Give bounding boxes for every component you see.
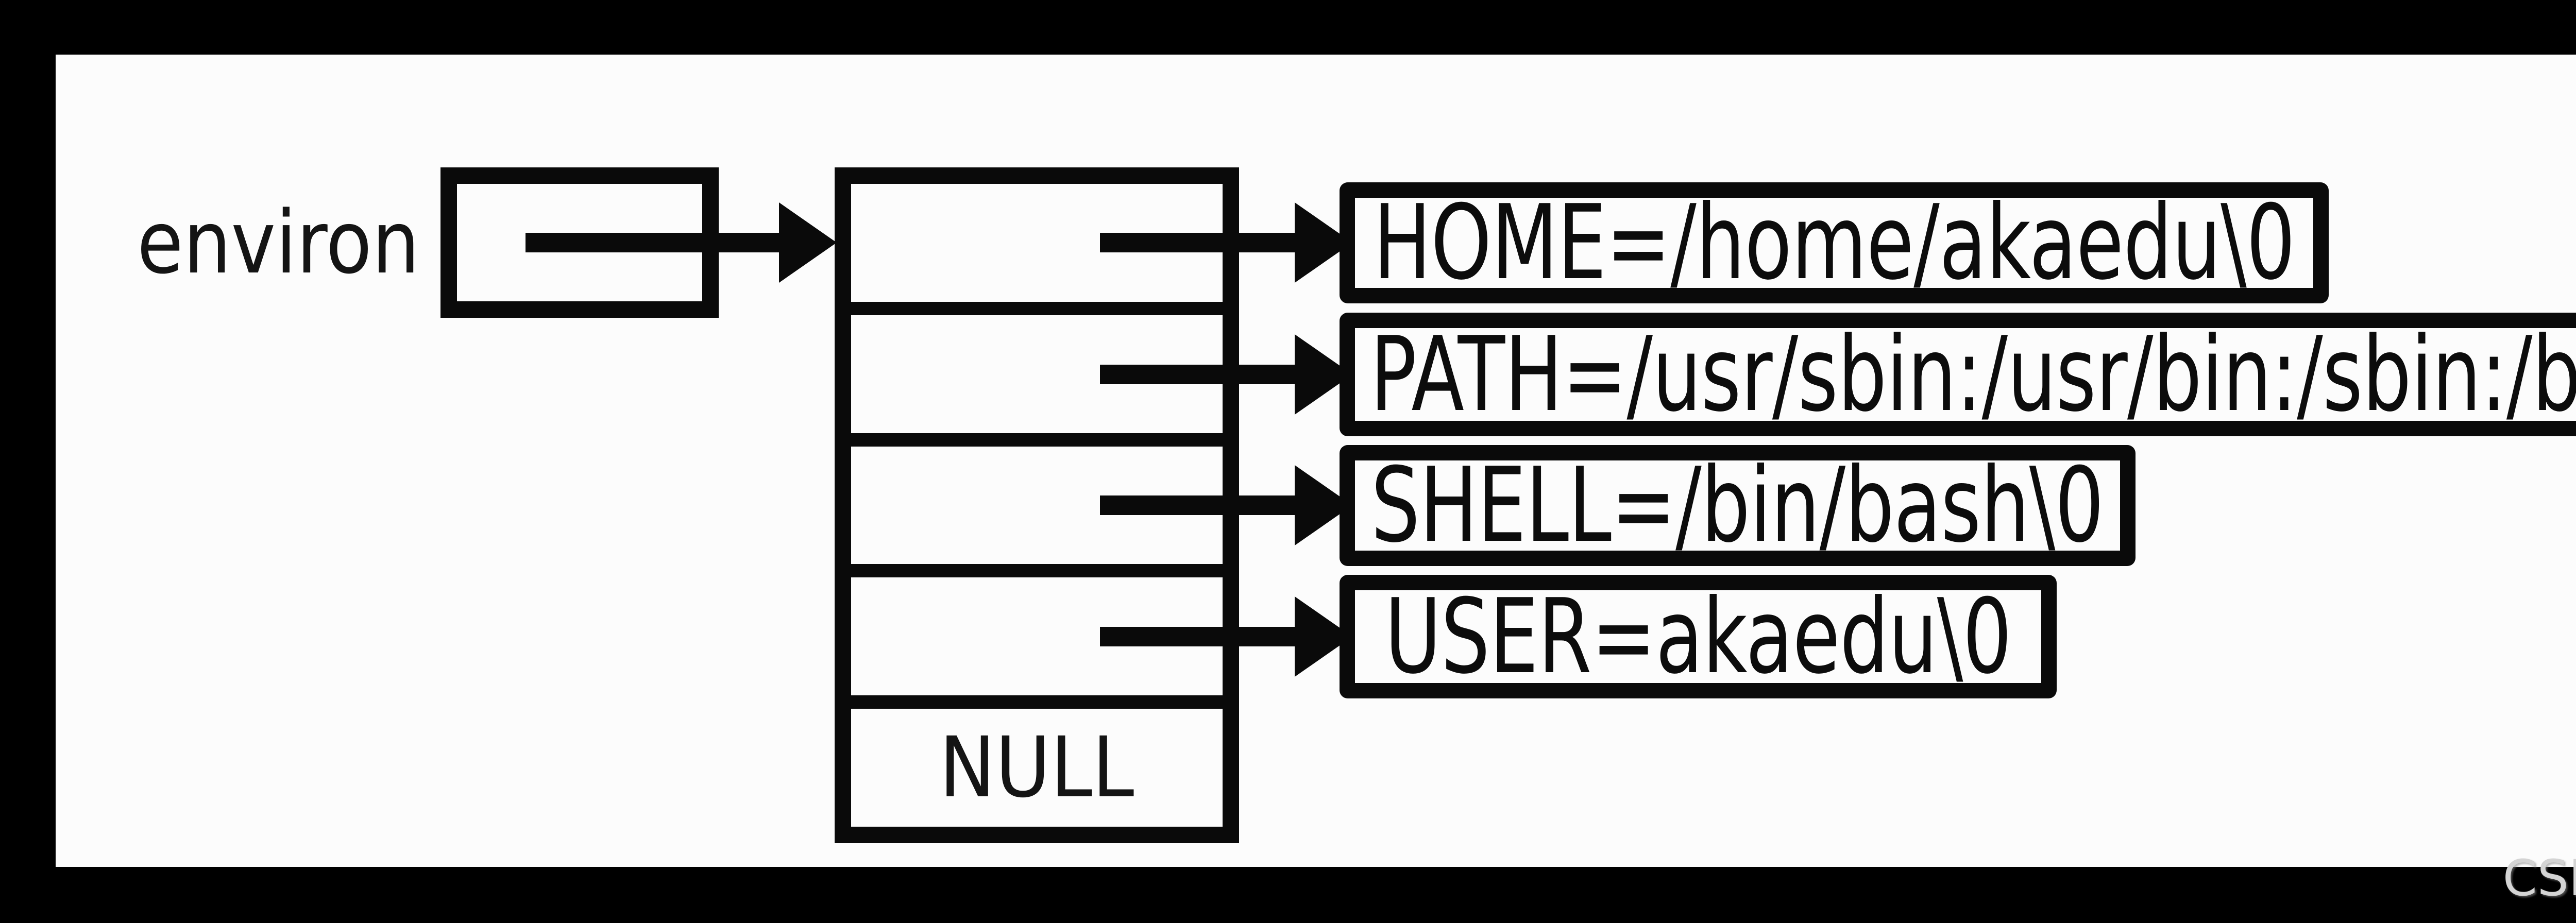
arrow-right-icon bbox=[779, 202, 837, 283]
null-label: NULL bbox=[939, 719, 1134, 816]
array-cell-2 bbox=[851, 433, 1223, 565]
arrow-line bbox=[1100, 495, 1301, 515]
env-string-box-path: PATH=/usr/sbin:/usr/bin:/sbin:/bin\0 bbox=[1340, 313, 2576, 436]
env-string-path: PATH=/usr/sbin:/usr/bin:/sbin:/bin\0 bbox=[1370, 314, 2576, 435]
environ-label-text: environ bbox=[137, 192, 420, 293]
arrow-line bbox=[1100, 365, 1301, 384]
array-cell-1 bbox=[851, 301, 1223, 433]
environ-label: environ bbox=[118, 181, 438, 304]
arrow-line bbox=[526, 233, 786, 252]
diagram-canvas bbox=[56, 55, 2576, 867]
arrow-line bbox=[1100, 233, 1301, 252]
env-string-shell: SHELL=/bin/bash\0 bbox=[1371, 446, 2104, 566]
array-cell-3 bbox=[851, 564, 1223, 695]
csdn-watermark: CSDN @序属秋秋秋 bbox=[2502, 849, 2576, 907]
env-string-box-home: HOME=/home/akaedu\0 bbox=[1340, 182, 2329, 303]
env-string-box-shell: SHELL=/bin/bash\0 bbox=[1340, 445, 2136, 566]
env-string-home: HOME=/home/akaedu\0 bbox=[1373, 183, 2295, 303]
env-string-box-user: USER=akaedu\0 bbox=[1340, 575, 2057, 698]
arrow-line bbox=[1100, 627, 1301, 646]
env-string-user: USER=akaedu\0 bbox=[1384, 576, 2012, 697]
array-cell-null: NULL bbox=[851, 695, 1223, 827]
